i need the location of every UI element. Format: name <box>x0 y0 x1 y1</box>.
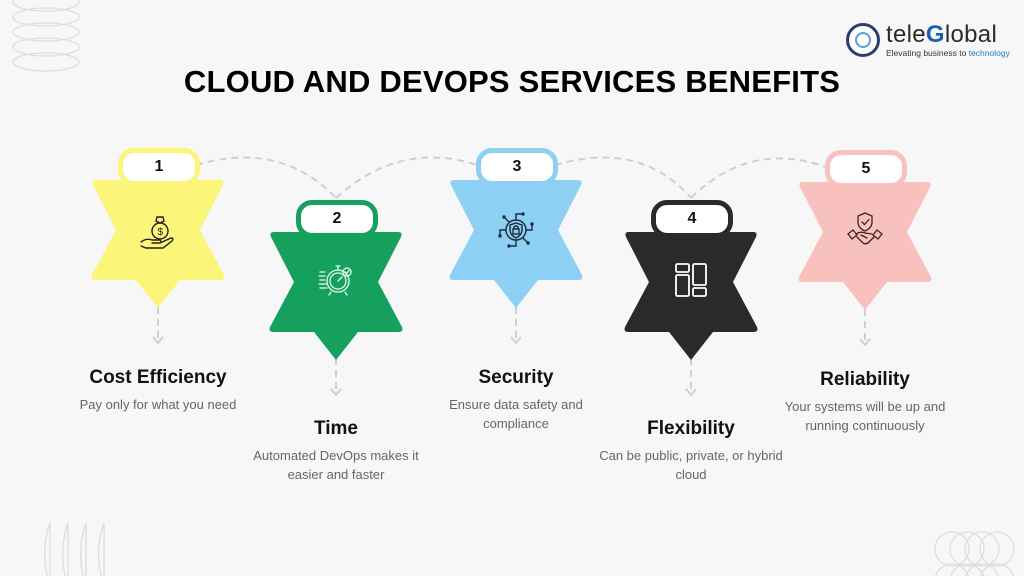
step-description: Ensure data safety and compliance <box>449 397 583 431</box>
step-number-badge: 4 <box>651 200 733 238</box>
svg-text:$: $ <box>158 227 164 238</box>
star-shape-5 <box>798 182 932 310</box>
step-title: Reliability <box>820 369 910 390</box>
star-shape-1 <box>91 180 225 308</box>
step-title: Flexibility <box>647 418 735 439</box>
step-number-badge: 5 <box>825 150 907 188</box>
money-bag-hand-icon: $ <box>140 216 174 249</box>
step-description: Can be public, private, or hybrid cloud <box>599 448 783 482</box>
step-5-caption: Reliability Your systems will be up and … <box>765 369 965 435</box>
step-2-caption: Time Automated DevOps makes it easier an… <box>236 418 436 484</box>
layout-blocks-icon <box>675 263 707 297</box>
logo-name: teleGlobal <box>886 20 998 48</box>
step-number-badge: 1 <box>118 148 200 186</box>
step-title: Security <box>478 367 554 388</box>
shield-lock-circuit-icon <box>498 212 534 248</box>
step-number-badge: 3 <box>476 148 558 186</box>
globe-logo-icon <box>846 23 880 57</box>
step-description: Your systems will be up and running cont… <box>784 399 946 433</box>
handshake-shield-icon <box>847 212 883 245</box>
step-title: Time <box>313 418 358 439</box>
star-shape-4 <box>624 232 758 360</box>
star-shape-2 <box>269 232 403 360</box>
step-description: Automated DevOps makes it easier and fas… <box>253 448 419 482</box>
teleglobal-logo: teleGlobal Elevating business to technol… <box>846 20 1016 60</box>
step-title: Cost Efficiency <box>89 367 227 388</box>
step-3-caption: Security Ensure data safety and complian… <box>416 367 616 433</box>
stopwatch-check-icon <box>318 265 352 296</box>
step-description: Pay only for what you need <box>79 397 237 412</box>
page-title: CLOUD AND DEVOPS SERVICES BENEFITS <box>183 64 841 99</box>
step-number-badge: 2 <box>296 200 378 238</box>
logo-tagline: Elevating business to technology <box>886 47 1010 58</box>
step-4-caption: Flexibility Can be public, private, or h… <box>591 418 791 484</box>
step-1-caption: Cost Efficiency Pay only for what you ne… <box>58 367 258 414</box>
